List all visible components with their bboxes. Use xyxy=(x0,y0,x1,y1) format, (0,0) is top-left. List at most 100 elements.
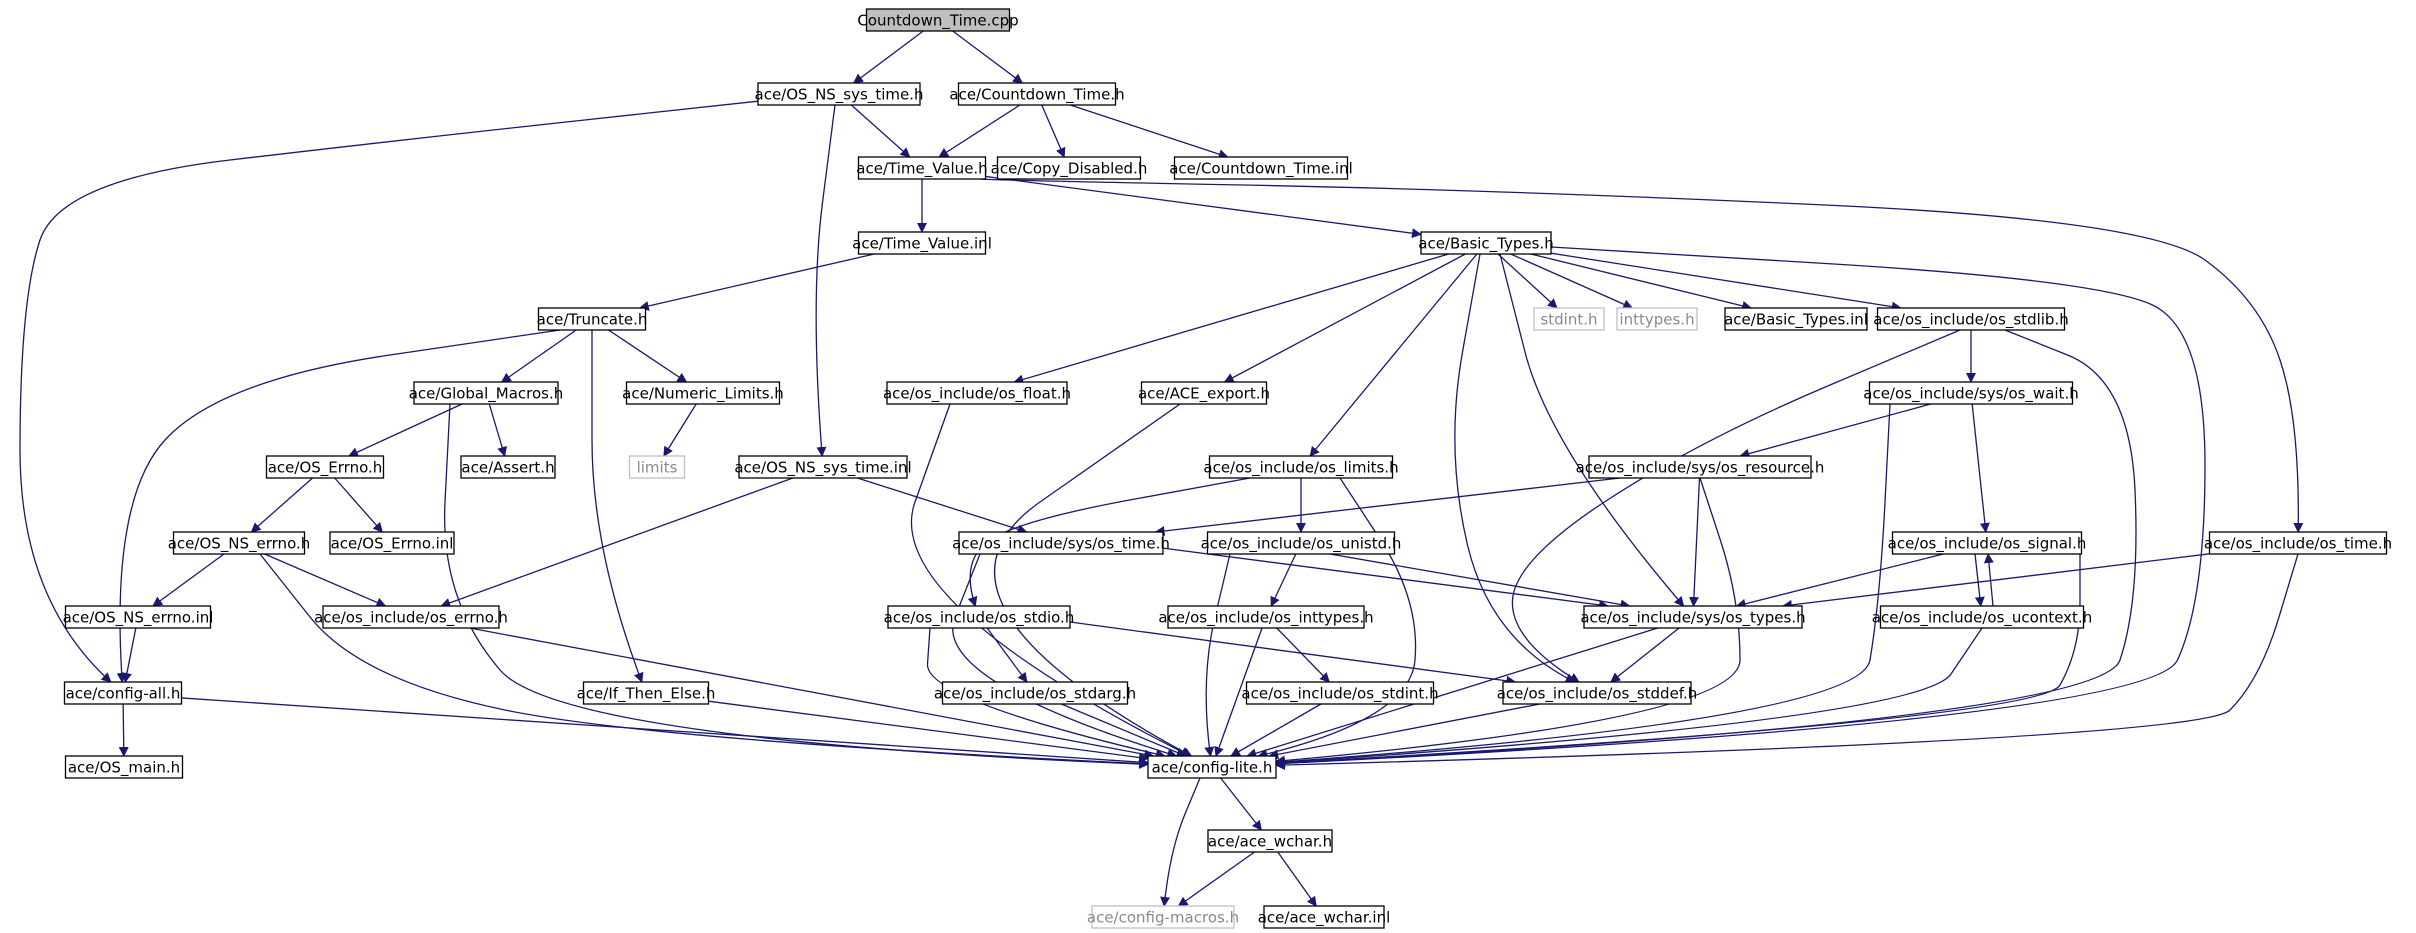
edge-config-all-h-to-config-lite-h xyxy=(181,697,1149,768)
node-basic-types-h[interactable]: ace/Basic_Types.h xyxy=(1418,231,1554,255)
node-label: ace/OS_NS_sys_time.inl xyxy=(734,459,911,478)
edge-line xyxy=(1739,403,1931,459)
edge-os-wait-h-to-os-resource-h xyxy=(1739,403,1931,459)
node-box xyxy=(64,755,184,779)
edge-truncate-h-to-global-macros-h xyxy=(500,329,577,383)
node-stdint-h: stdint.h xyxy=(1533,307,1605,331)
edge-line xyxy=(264,553,387,608)
node-box xyxy=(1533,307,1605,331)
edge-sys-os-time-h-to-config-lite-h xyxy=(952,553,1178,759)
node-os-inttypes-h[interactable]: ace/os_include/os_inttypes.h xyxy=(1158,605,1374,629)
edge-os-types-h-to-os-stddef-h xyxy=(1610,627,1680,683)
node-os-stdint-h[interactable]: ace/os_include/os_stdint.h xyxy=(1241,681,1439,705)
node-countdown-cpp[interactable]: Countdown_Time.cpp xyxy=(857,8,1019,32)
node-os-stdlib-h[interactable]: ace/os_include/os_stdlib.h xyxy=(1873,307,2069,331)
node-countdown-time-inl[interactable]: ace/Countdown_Time.inl xyxy=(1169,156,1353,180)
edge-line xyxy=(1688,477,1701,607)
node-box xyxy=(941,681,1129,705)
node-label: ace/os_include/os_signal.h xyxy=(1888,535,2087,554)
edge-basic-types-h-to-os-stdlib-h xyxy=(1550,252,1902,312)
edge-line xyxy=(993,403,1193,757)
node-label: stdint.h xyxy=(1540,311,1597,329)
node-box xyxy=(1891,531,2083,555)
node-os-ns-sys-time-h[interactable]: ace/OS_NS_sys_time.h xyxy=(755,82,924,106)
node-basic-types-inl[interactable]: ace/Basic_Types.inl xyxy=(1724,307,1868,331)
edge-line xyxy=(1275,246,2206,769)
node-numeric-limits-h[interactable]: ace/Numeric_Limits.h xyxy=(622,381,784,405)
node-os-limits-h[interactable]: ace/os_include/os_limits.h xyxy=(1203,455,1399,479)
edge-ace-export-h-to-config-lite-h xyxy=(993,403,1193,757)
node-os-unistd-h[interactable]: ace/os_include/os_unistd.h xyxy=(1201,531,1402,555)
edge-os-ucontext-h-to-config-lite-h xyxy=(1275,627,1983,768)
node-copy-disabled-h[interactable]: ace/Copy_Disabled.h xyxy=(991,156,1148,180)
edge-os-time-h-to-os-types-h xyxy=(1781,553,2210,610)
edge-os-ns-sys-time-inl-to-sys-os-time-h xyxy=(857,477,1028,535)
node-ace-wchar-h[interactable]: ace/ace_wchar.h xyxy=(1207,829,1333,853)
node-os-stdio-h[interactable]: ace/os_include/os_stdio.h xyxy=(884,605,1075,629)
node-os-resource-h[interactable]: ace/os_include/sys/os_resource.h xyxy=(1576,455,1825,479)
node-os-errno-inl[interactable]: ace/OS_Errno.inl xyxy=(329,531,455,555)
node-time-value-inl[interactable]: ace/Time_Value.inl xyxy=(852,231,992,255)
edge-line xyxy=(469,627,1155,760)
node-label: ace/Time_Value.h xyxy=(856,160,987,179)
edge-sys-os-time-h-to-os-types-h xyxy=(1162,547,1610,610)
node-os-include-errno-h[interactable]: ace/os_include/os_errno.h xyxy=(314,605,508,629)
node-ace-export-h[interactable]: ace/ACE_export.h xyxy=(1138,381,1270,405)
node-box xyxy=(1588,455,1812,479)
edge-truncate-h-to-if-then-else-h xyxy=(591,330,644,683)
node-os-errno-h[interactable]: ace/OS_Errno.h xyxy=(265,455,385,479)
node-label: ace/os_include/sys/os_resource.h xyxy=(1576,459,1825,478)
node-time-value-h[interactable]: ace/Time_Value.h xyxy=(856,156,988,180)
node-os-main-h[interactable]: ace/OS_main.h xyxy=(64,755,184,779)
node-os-float-h[interactable]: ace/os_include/os_float.h xyxy=(883,381,1071,405)
node-config-lite-h[interactable]: ace/config-lite.h xyxy=(1147,755,1277,779)
node-os-ns-errno-inl[interactable]: ace/OS_NS_errno.inl xyxy=(63,605,214,629)
node-box xyxy=(265,455,385,479)
edge-line xyxy=(850,104,911,158)
node-os-time-h[interactable]: ace/os_include/os_time.h xyxy=(2204,531,2392,555)
edge-line xyxy=(1276,627,1330,683)
node-label: ace/os_include/os_stdlib.h xyxy=(1873,311,2068,330)
edge-line xyxy=(1275,553,2299,771)
node-box xyxy=(537,307,647,331)
node-box xyxy=(1420,231,1552,255)
node-os-stddef-h[interactable]: ace/os_include/os_stddef.h xyxy=(1497,681,1698,705)
node-ace-wchar-inl[interactable]: ace/ace_wchar.inl xyxy=(1258,905,1391,929)
node-os-ns-errno-h[interactable]: ace/OS_NS_errno.h xyxy=(168,531,311,555)
node-assert-h[interactable]: ace/Assert.h xyxy=(460,455,556,479)
node-label: ace/Time_Value.inl xyxy=(852,235,992,254)
node-label: ace/os_include/os_stdarg.h xyxy=(934,685,1136,704)
edge-os-ns-errno-h-to-os-ns-errno-inl xyxy=(152,553,225,607)
node-truncate-h[interactable]: ace/Truncate.h xyxy=(537,307,648,331)
node-label: ace/OS_Errno.inl xyxy=(331,535,454,554)
node-if-then-else-h[interactable]: ace/If_Then_Else.h xyxy=(577,681,716,705)
node-os-ucontext-h[interactable]: ace/os_include/os_ucontext.h xyxy=(1872,605,2092,629)
node-sys-os-time-h[interactable]: ace/os_include/sys/os_time.h xyxy=(952,531,1170,555)
node-box xyxy=(172,531,306,555)
node-countdown-time-h[interactable]: ace/Countdown_Time.h xyxy=(949,82,1125,106)
node-box xyxy=(322,605,500,629)
node-os-stdarg-h[interactable]: ace/os_include/os_stdarg.h xyxy=(934,681,1136,705)
node-os-signal-h[interactable]: ace/os_include/os_signal.h xyxy=(1888,531,2087,555)
edge-os-stdarg-h-to-config-lite-h xyxy=(1061,703,1187,758)
node-label: ace/Truncate.h xyxy=(537,311,648,329)
node-os-ns-sys-time-inl[interactable]: ace/OS_NS_sys_time.inl xyxy=(734,455,912,479)
node-os-types-h[interactable]: ace/os_include/sys/os_types.h xyxy=(1580,605,1806,629)
edge-line xyxy=(926,627,1166,759)
node-os-wait-h[interactable]: ace/os_include/sys/os_wait.h xyxy=(1863,381,2079,405)
node-box xyxy=(1147,755,1277,779)
node-box xyxy=(865,8,1011,32)
node-box xyxy=(64,605,212,629)
edge-line xyxy=(1511,329,1961,683)
edge-numeric-limits-h-to-limits xyxy=(663,403,697,457)
node-config-all-h[interactable]: ace/config-all.h xyxy=(63,681,183,705)
edge-line xyxy=(986,627,1028,683)
edge-ace-wchar-h-to-ace-wchar-inl xyxy=(1277,851,1317,907)
node-label: ace/Copy_Disabled.h xyxy=(991,160,1148,179)
node-global-macros-h[interactable]: ace/Global_Macros.h xyxy=(409,381,564,405)
node-label: ace/ace_wchar.inl xyxy=(1258,909,1391,928)
edge-os-resource-h-to-sys-os-time-h xyxy=(1154,477,1621,536)
edge-line xyxy=(1061,703,1187,758)
